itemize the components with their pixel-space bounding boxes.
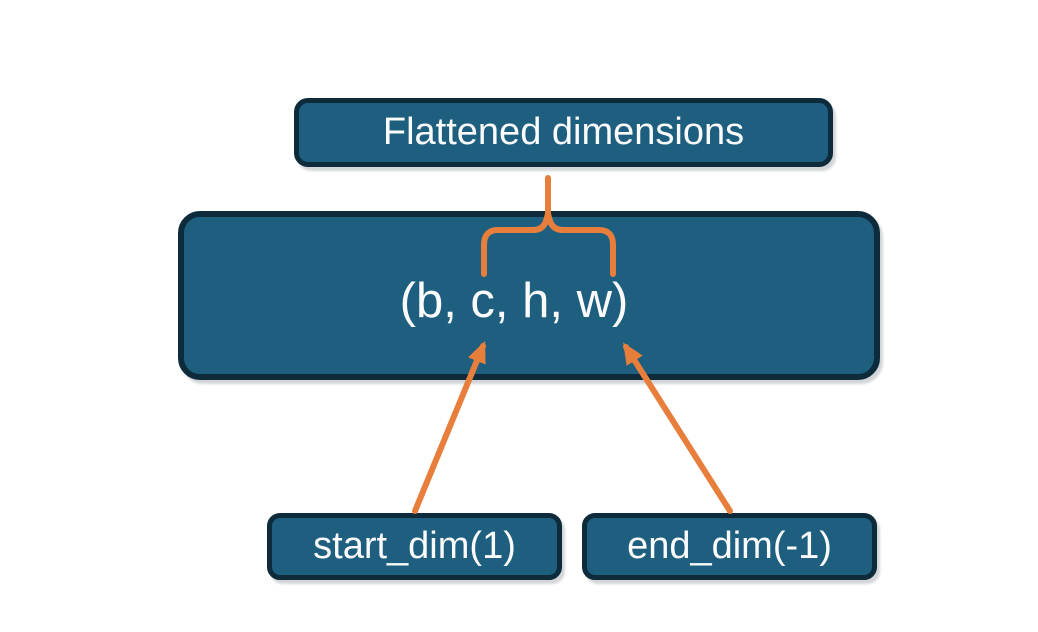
tensor-shape-label: (b, c, h, w) <box>399 273 629 328</box>
end-dim-box: end_dim(-1) <box>582 513 877 580</box>
end-dim-label: end_dim(-1) <box>627 525 832 567</box>
tensor-shape-box: (b, c, h, w) <box>178 211 880 380</box>
flattened-dimensions-label: Flattened dimensions <box>382 111 745 153</box>
flattened-dimensions-box: Flattened dimensions <box>294 98 833 167</box>
start-dim-label: start_dim(1) <box>313 525 516 567</box>
start-dim-box: start_dim(1) <box>267 513 562 580</box>
